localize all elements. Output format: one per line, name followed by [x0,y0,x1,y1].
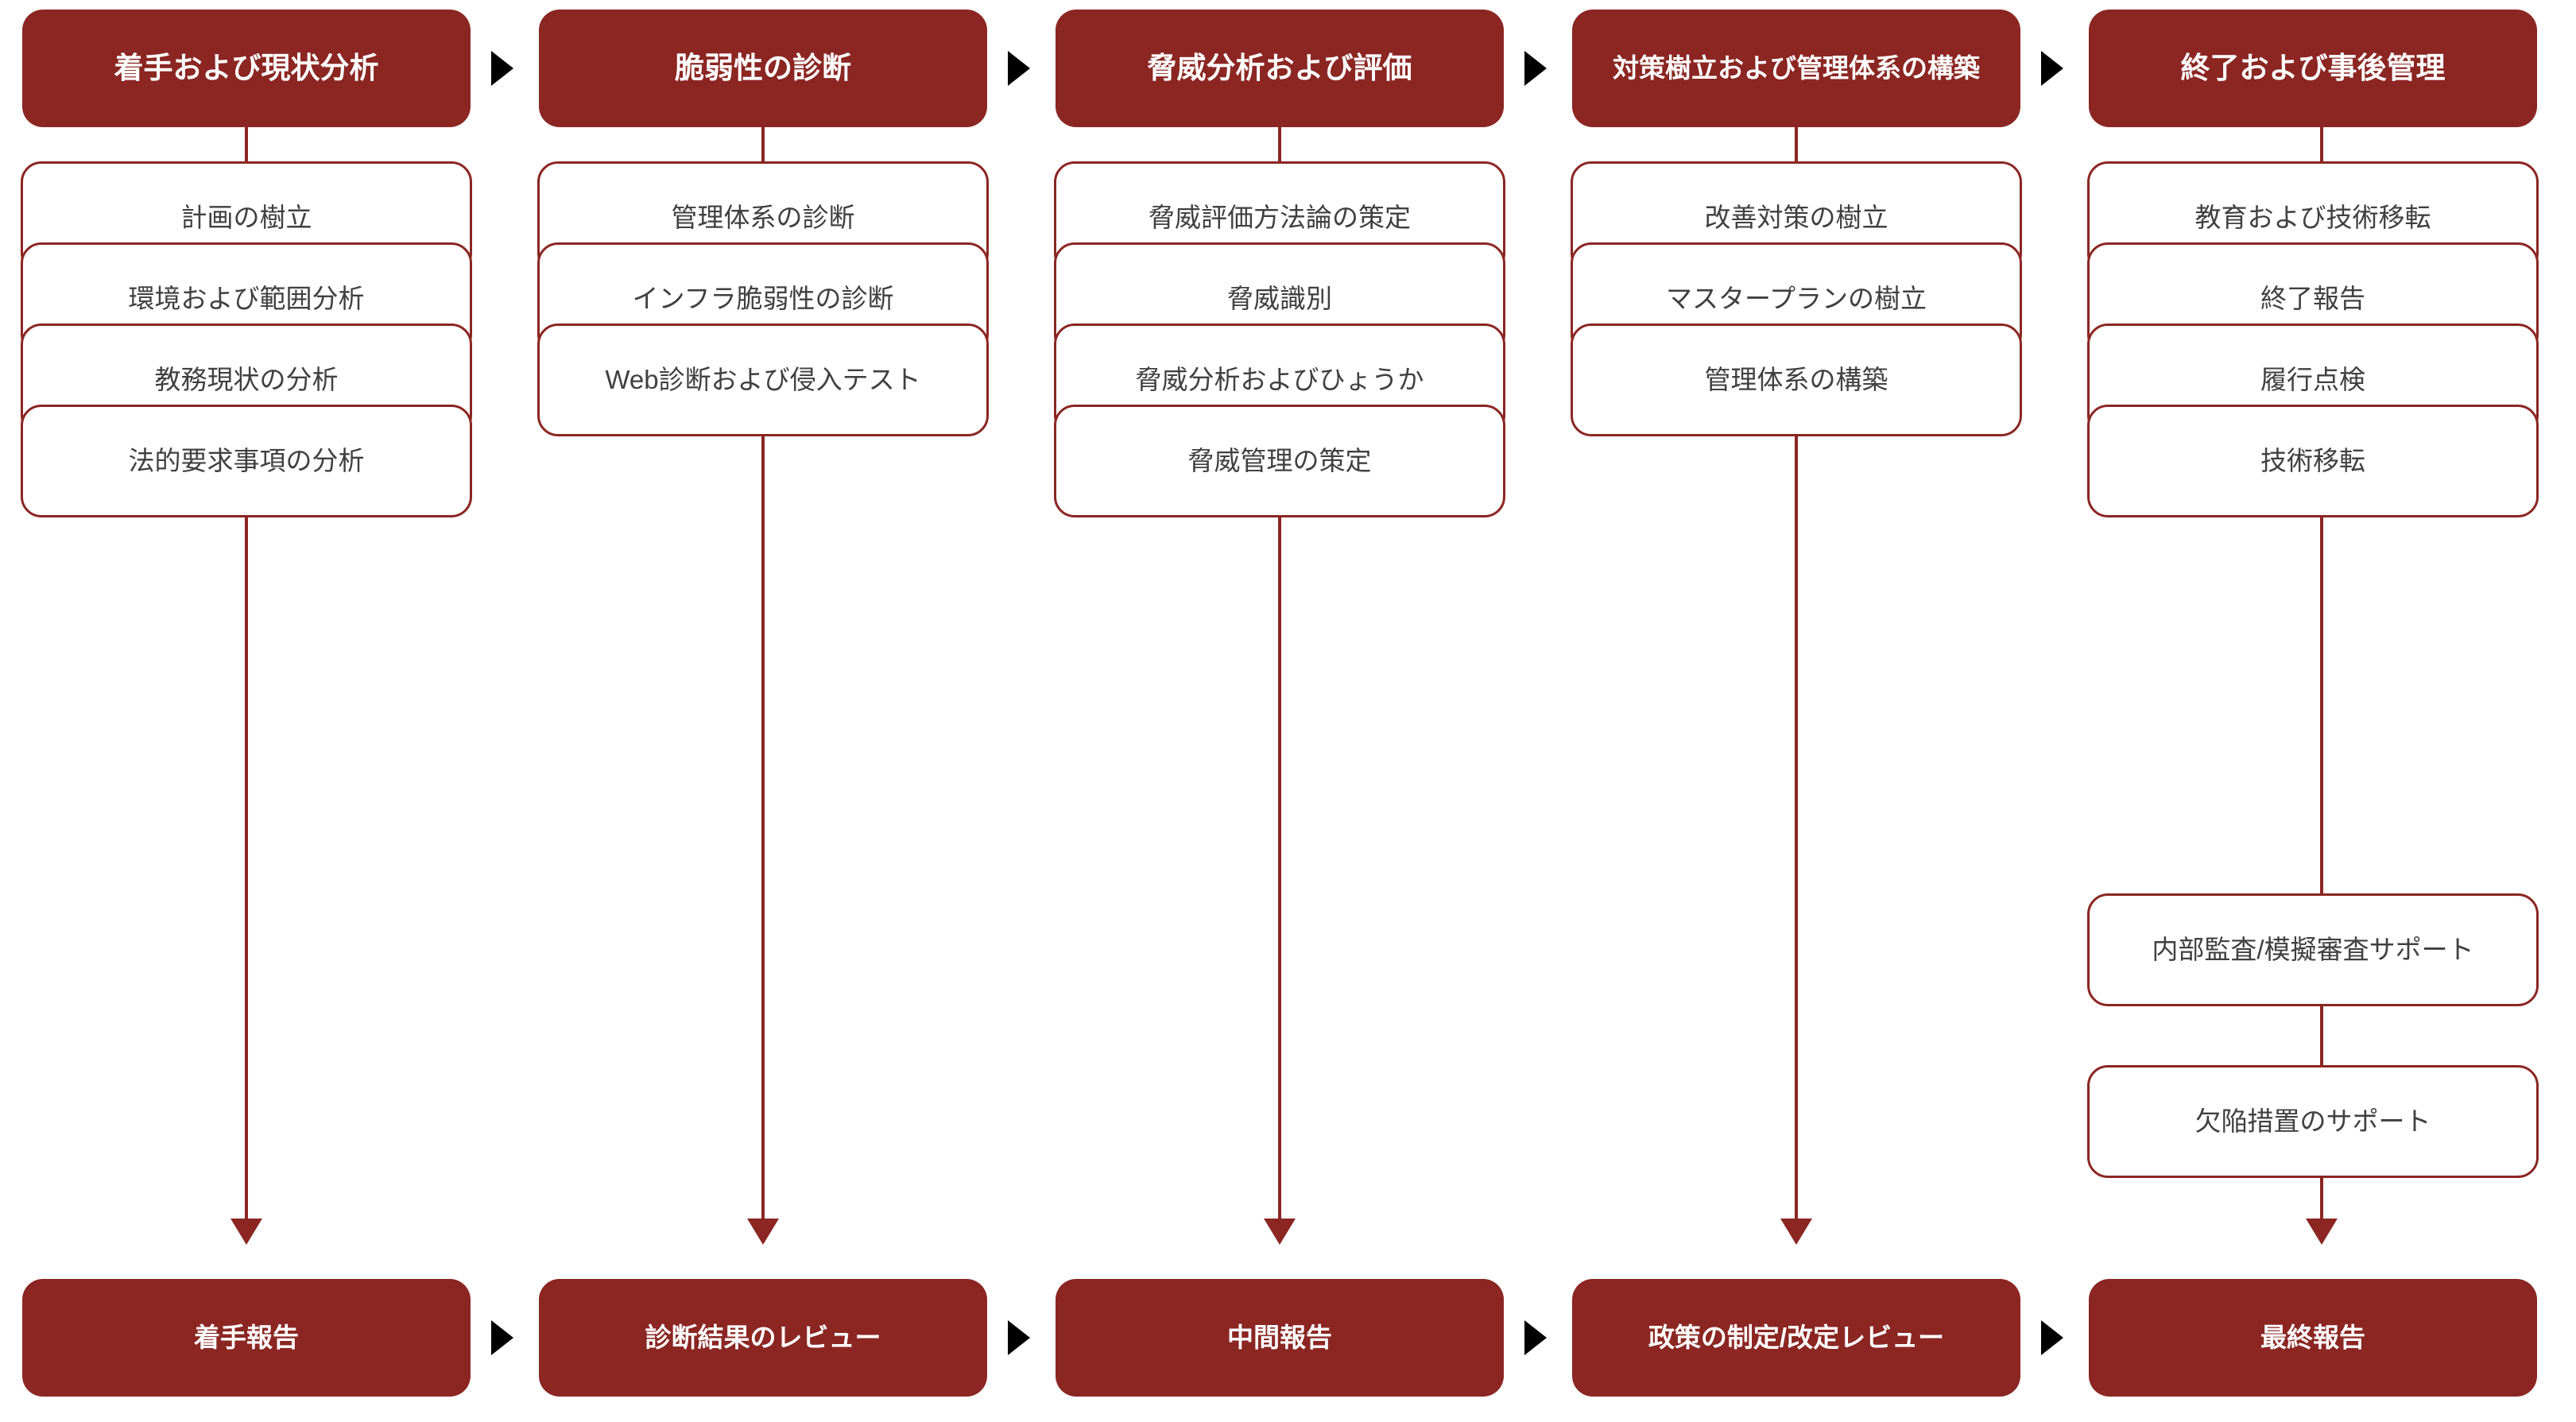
stage-header-2[interactable]: 脆弱性の診断 [539,10,987,127]
right-triangle-icon-top-2 [1008,51,1030,86]
right-triangle-icon-top-4 [2041,51,2063,86]
column-connector-line-1 [245,127,248,1240]
down-arrow-icon-2 [747,1219,779,1245]
down-arrow-icon-4 [1780,1219,1812,1245]
right-triangle-icon-top-1 [491,51,513,86]
column-connector-line-2 [761,127,765,1240]
stage-footer-2[interactable]: 診断結果のレビュー [539,1279,987,1397]
stage-header-5[interactable]: 終了および事後管理 [2089,10,2537,127]
stage-footer-1[interactable]: 着手報告 [22,1279,471,1397]
right-triangle-icon-bottom-2 [1008,1320,1030,1355]
stage-footer-4[interactable]: 政策の制定/改定レビュー [1572,1279,2020,1397]
process-column-2: 脆弱性の診断 管理体系の診断 インフラ脆弱性の診断 Web診断および侵入テスト … [517,0,1009,1422]
step-box-5-5[interactable]: 内部監査/模擬審査サポート [2087,893,2539,1006]
step-box-5-4[interactable]: 技術移転 [2087,405,2539,517]
right-triangle-icon-top-3 [1524,51,1547,86]
step-box-1-4[interactable]: 法的要求事項の分析 [21,405,472,517]
step-box-5-6[interactable]: 欠陥措置のサポート [2087,1065,2539,1178]
down-arrow-icon-3 [1264,1219,1296,1245]
stage-footer-3[interactable]: 中間報告 [1056,1279,1504,1397]
process-column-1: 着手および現状分析 計画の樹立 環境および範囲分析 教務現状の分析 法的要求事項… [0,0,493,1422]
stage-footer-5[interactable]: 最終報告 [2089,1279,2537,1397]
process-column-5: 終了および事後管理 教育および技術移転 終了報告 履行点検 技術移転 内部監査/… [2067,0,2576,1422]
step-box-4-3[interactable]: 管理体系の構築 [1571,324,2022,436]
step-box-3-4[interactable]: 脅威管理の策定 [1054,405,1505,517]
step-box-2-3[interactable]: Web診断および侵入テスト [537,324,989,436]
column-connector-line-4 [1795,127,1798,1240]
process-column-4: 対策樹立および管理体系の構築 改善対策の樹立 マスタープランの樹立 管理体系の構… [1550,0,2043,1422]
stage-header-3[interactable]: 脅威分析および評価 [1056,10,1504,127]
right-triangle-icon-bottom-1 [491,1320,513,1355]
process-column-3: 脅威分析および評価 脅威評価方法論の策定 脅威識別 脅威分析およびひょうか 脅威… [1033,0,1526,1422]
right-triangle-icon-bottom-3 [1524,1320,1547,1355]
down-arrow-icon-5 [2305,1219,2338,1245]
stage-header-1[interactable]: 着手および現状分析 [22,10,471,127]
column-connector-line-3 [1278,127,1281,1240]
down-arrow-icon-1 [230,1219,262,1245]
stage-header-4[interactable]: 対策樹立および管理体系の構築 [1572,10,2020,127]
column-connector-line-5 [2319,127,2323,1240]
right-triangle-icon-bottom-4 [2041,1320,2063,1355]
